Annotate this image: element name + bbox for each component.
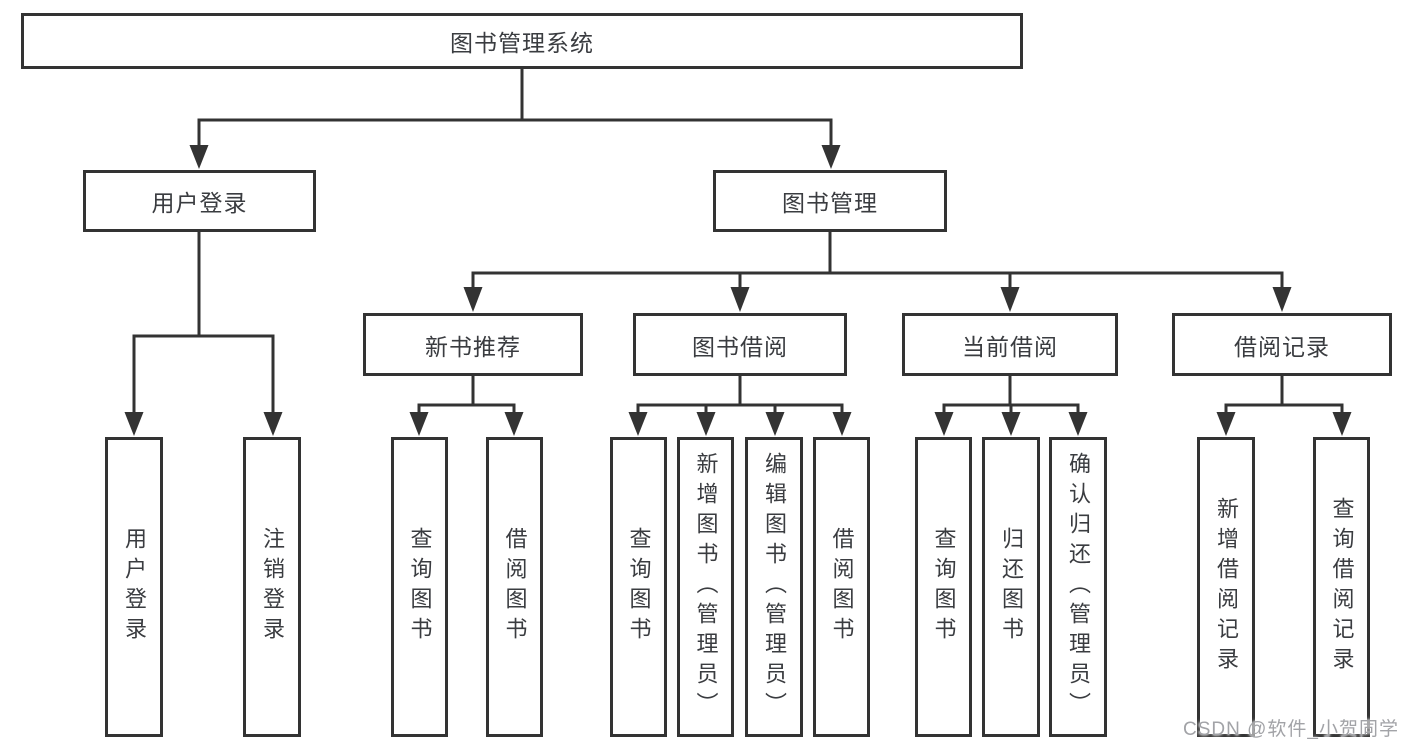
- leaf-records-query-borrow-record: 查询借阅记录: [1313, 437, 1370, 737]
- leaf-current-borrow-confirm-return-admin: 确认归还（管理员）: [1049, 437, 1107, 737]
- arrowhead-leaf-nb-query: [409, 412, 429, 436]
- leaf-book-borrow-edit-book-admin: 编辑图书（管理员）: [745, 437, 803, 737]
- arrowhead-leaf-bb-query: [628, 412, 648, 436]
- arrowhead-leaf-logout: [263, 412, 283, 436]
- connector-book-mgmt-to-level3: [471, 232, 1284, 290]
- node-current-borrow: 当前借阅: [902, 313, 1118, 376]
- arrowhead-leaf-bb-add: [696, 412, 716, 436]
- arrowhead-leaf-cb-return: [1001, 412, 1021, 436]
- arrowhead-leaf-nb-borrow: [504, 412, 524, 436]
- arrowhead-leaf-user-login: [124, 412, 144, 436]
- arrowhead-leaf-cb-query: [934, 412, 954, 436]
- connector-user-login-branch: [132, 232, 275, 414]
- connector-new-books-branch: [417, 376, 516, 414]
- leaf-new-books-borrow-book: 借阅图书: [486, 437, 543, 737]
- leaf-book-borrow-borrow-book: 借阅图书: [813, 437, 870, 737]
- node-root: 图书管理系统: [21, 13, 1023, 69]
- csdn-watermark: CSDN @软件_小贺同学: [1183, 719, 1399, 740]
- arrowhead-borrow-records: [1272, 287, 1292, 312]
- node-user-login: 用户登录: [83, 170, 316, 232]
- leaf-new-books-query-book: 查询图书: [391, 437, 448, 737]
- arrowhead-user-login: [189, 145, 209, 169]
- connector-book-borrow-branch: [636, 376, 844, 414]
- arrowhead-current-borrow: [1000, 287, 1020, 312]
- node-book-borrow: 图书借阅: [633, 313, 847, 376]
- leaf-book-borrow-query-book: 查询图书: [610, 437, 667, 737]
- node-book-management: 图书管理: [713, 170, 947, 232]
- arrowhead-book-borrow: [730, 287, 750, 312]
- leaf-logout-login: 注销登录: [243, 437, 301, 737]
- arrowhead-new-books: [463, 287, 483, 312]
- arrowhead-leaf-cb-confirm: [1068, 412, 1088, 436]
- leaf-current-borrow-query-book: 查询图书: [915, 437, 972, 737]
- connector-current-borrow-branch: [942, 376, 1080, 414]
- connector-root-to-level2: [197, 69, 833, 147]
- arrowhead-book-mgmt: [821, 145, 841, 169]
- arrowhead-leaf-bb-edit: [765, 412, 785, 436]
- connector-borrow-records-branch: [1224, 376, 1344, 414]
- leaf-records-add-borrow-record: 新增借阅记录: [1197, 437, 1255, 737]
- node-new-book-recommend: 新书推荐: [363, 313, 583, 376]
- leaf-current-borrow-return-book: 归还图书: [982, 437, 1040, 737]
- arrowhead-leaf-br-query: [1332, 412, 1352, 436]
- node-borrow-records: 借阅记录: [1172, 313, 1392, 376]
- leaf-book-borrow-add-book-admin: 新增图书（管理员）: [677, 437, 734, 737]
- arrowhead-leaf-bb-borrow: [832, 412, 852, 436]
- arrowhead-leaf-br-add: [1216, 412, 1236, 436]
- leaf-user-login: 用户登录: [105, 437, 163, 737]
